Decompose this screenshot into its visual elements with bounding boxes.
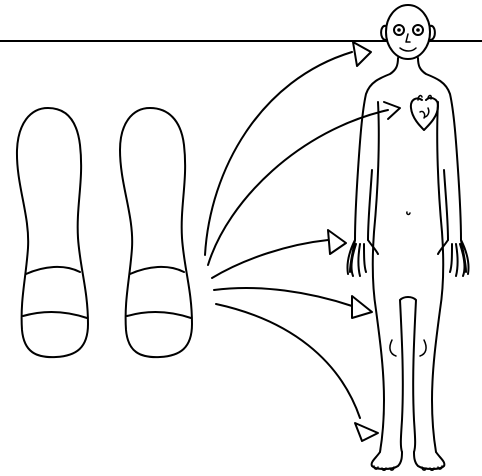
arrow-to-knee [214,288,372,318]
left-knee [390,340,396,356]
right-insole-outline [120,108,192,357]
left-foot [372,452,402,469]
right-insole-band-lower [127,312,191,318]
heart-icon [411,95,438,130]
torso-left [373,102,384,452]
inner-legs [400,297,416,452]
arrow-head-3 [328,230,346,254]
arrow-head-1 [353,42,371,66]
arrows [205,42,400,441]
right-knee [420,340,426,356]
torso-right [432,102,443,452]
right-inner-arm [444,170,448,240]
right-foot [414,452,444,469]
arrow-to-foot [216,304,378,441]
left-insole-outline [17,108,88,357]
left-insole-band-upper [26,267,80,274]
arrow-to-head [205,42,371,255]
human-figure [347,5,468,470]
arrow-to-hand [212,230,346,278]
right-insole-band-upper [130,267,184,274]
left-inner-arm [368,170,372,240]
right-insole [120,108,192,357]
arrow-head-4 [352,296,372,318]
left-insole [17,108,88,357]
left-insole-band-lower [23,312,87,318]
figure-head [381,5,435,59]
arrow-head-5 [355,423,378,441]
navel [407,212,410,215]
